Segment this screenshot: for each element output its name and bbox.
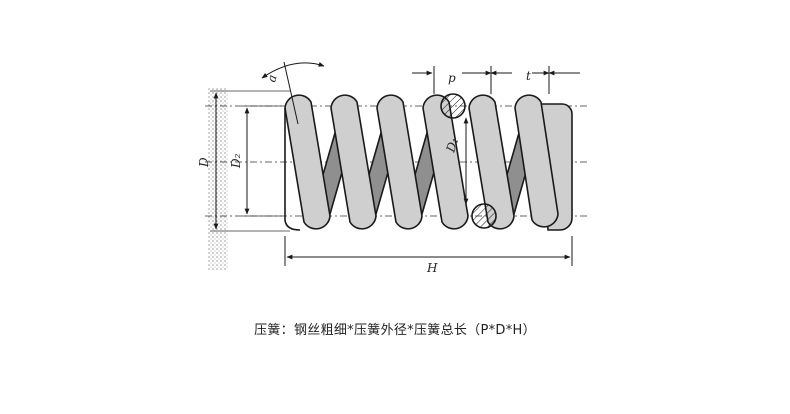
extension-lines bbox=[210, 90, 290, 232]
dimension-H bbox=[284, 236, 573, 266]
wire-section-bottom bbox=[471, 203, 497, 229]
label-H: H bbox=[426, 261, 438, 275]
label-pitch: p bbox=[448, 71, 456, 85]
wall-hatch bbox=[208, 88, 228, 270]
dimension-alpha bbox=[261, 61, 325, 125]
label-D: D bbox=[197, 157, 211, 168]
label-t: t bbox=[526, 69, 531, 83]
spring-front-coils bbox=[284, 94, 559, 230]
caption: 压簧：钢丝粗细*压簧外径*压簧总长（P*D*H） bbox=[254, 323, 536, 338]
dimension-pitch bbox=[412, 66, 580, 94]
label-D1: D₁ bbox=[443, 136, 461, 155]
label-alpha: a bbox=[264, 73, 279, 84]
spring-left-end bbox=[284, 108, 301, 231]
wire-section-top bbox=[440, 93, 466, 119]
label-D2: D₂ bbox=[229, 153, 243, 169]
